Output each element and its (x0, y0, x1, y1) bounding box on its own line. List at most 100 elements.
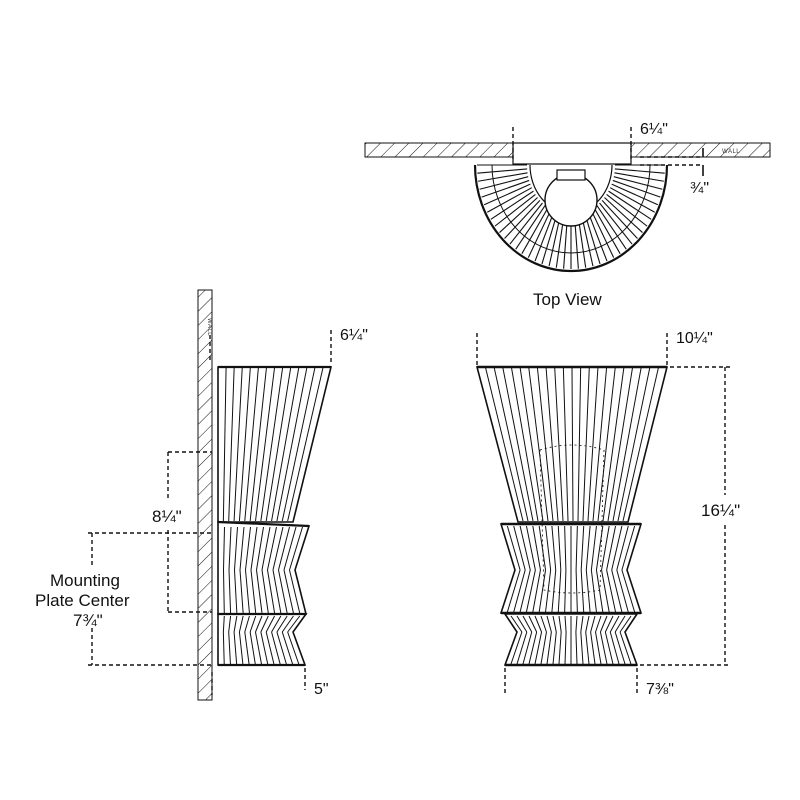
front-view-strip (522, 631, 533, 665)
side-view-strip (278, 569, 288, 614)
side-view-strip (260, 615, 269, 633)
top-view-rib (483, 183, 531, 206)
front-view-strip (597, 367, 616, 522)
front-view-strip (580, 615, 584, 633)
front-view-strip (599, 615, 608, 633)
side-view-strip (245, 526, 251, 571)
side-view-shade (217, 365, 333, 667)
front-view-strip (551, 569, 557, 613)
side-view-strip (244, 631, 250, 665)
front-view-strip (595, 631, 602, 665)
side-view-bottom-depth-dim: 5" (314, 681, 329, 698)
top-view-mounting-plate (512, 142, 632, 165)
front-view-strip (602, 367, 625, 522)
front-view-strip (546, 615, 552, 633)
top-view-width-dim: 6¼" (640, 121, 668, 138)
side-view-strip (265, 367, 292, 522)
top-view-rib (486, 187, 533, 213)
side-view-strip (287, 615, 301, 633)
front-view-strip (575, 631, 578, 665)
side-view-strip (244, 615, 250, 633)
side-view-strip (228, 526, 232, 571)
front-view-strip (599, 631, 608, 665)
front-view-strip (558, 631, 562, 665)
side-view-strip (256, 569, 263, 614)
front-view-strip (554, 367, 564, 522)
front-view-strip (580, 631, 584, 665)
side-view-strip (267, 569, 276, 614)
front-view-strip (538, 525, 547, 571)
top-view-rib (601, 199, 638, 239)
front-view-strip (532, 569, 541, 613)
front-view-strip (622, 367, 659, 522)
front-view-strip (525, 569, 536, 613)
front-view-strip (587, 367, 599, 522)
top-view: WALL 6¼" ¾" Top View (364, 121, 771, 309)
side-view-strip (233, 631, 238, 665)
side-view-strip (271, 367, 300, 522)
top-view-rib (599, 202, 633, 245)
front-view-strip (510, 631, 523, 665)
front-view-strip (607, 367, 633, 522)
side-view-strip (271, 631, 281, 665)
side-view-strip (289, 526, 303, 571)
front-view-strip (612, 367, 642, 522)
front-view-strip (609, 615, 620, 633)
front-view-strip (614, 615, 626, 633)
side-view-strip (249, 367, 267, 522)
side-view-strip (272, 526, 284, 571)
side-view-strip (222, 367, 227, 522)
front-view-strip (506, 569, 521, 613)
front-view-strip (611, 569, 623, 613)
side-view-strip (244, 367, 259, 522)
front-view-strip (601, 569, 610, 613)
side-view-strip (249, 631, 256, 665)
side-view-strip (238, 631, 244, 665)
side-view-strip (228, 569, 232, 614)
front-view-strip (540, 631, 547, 665)
side-view-strip (255, 367, 275, 522)
front-view-bottom-width-dim: 7⅜" (646, 681, 674, 698)
side-view-strip (238, 615, 244, 633)
side-view-mounting-dim: 7¾" (73, 611, 103, 630)
side-view-strip (233, 367, 243, 522)
front-view-strip (575, 615, 578, 633)
front-view-strip (534, 631, 543, 665)
front-view-strip (604, 615, 614, 633)
front-view-strip (506, 525, 521, 571)
side-view-strip (281, 631, 294, 665)
side-view-mounting-line2: Plate Center (35, 591, 130, 610)
front-view-strip (519, 367, 544, 522)
top-view-rib (479, 176, 529, 190)
front-view-strip (557, 569, 562, 613)
top-view-rib (609, 187, 656, 213)
side-view-strip (281, 367, 316, 522)
front-view-strip (552, 615, 557, 633)
front-view-strip (545, 525, 552, 571)
side-view-strip (223, 569, 225, 614)
side-view-strip (267, 526, 277, 571)
side-view-strip (278, 526, 290, 571)
front-view-strip (564, 615, 567, 633)
top-view-rib (534, 210, 555, 262)
front-view-strip (502, 367, 534, 522)
side-view-strip (255, 631, 262, 665)
top-view-rib (590, 209, 615, 258)
front-view: 10¼" 16¼" 7⅜" (475, 330, 740, 698)
front-view-strip (510, 615, 523, 633)
side-view-strip (281, 615, 294, 633)
side-view-wall (197, 289, 213, 701)
side-view-strip (289, 569, 301, 614)
front-view-strip (619, 631, 632, 665)
front-view-strip (609, 631, 620, 665)
front-view-strip (616, 569, 629, 613)
front-view-strip (582, 367, 590, 522)
top-view-rib (504, 199, 541, 239)
front-view-height-dim: 16¼" (701, 501, 740, 520)
front-view-strip (528, 631, 538, 665)
front-view-strip (528, 367, 549, 522)
top-view-rib (509, 202, 543, 245)
front-view-strip (621, 525, 636, 571)
top-view-socket (556, 169, 586, 181)
front-view-strip (493, 367, 529, 522)
